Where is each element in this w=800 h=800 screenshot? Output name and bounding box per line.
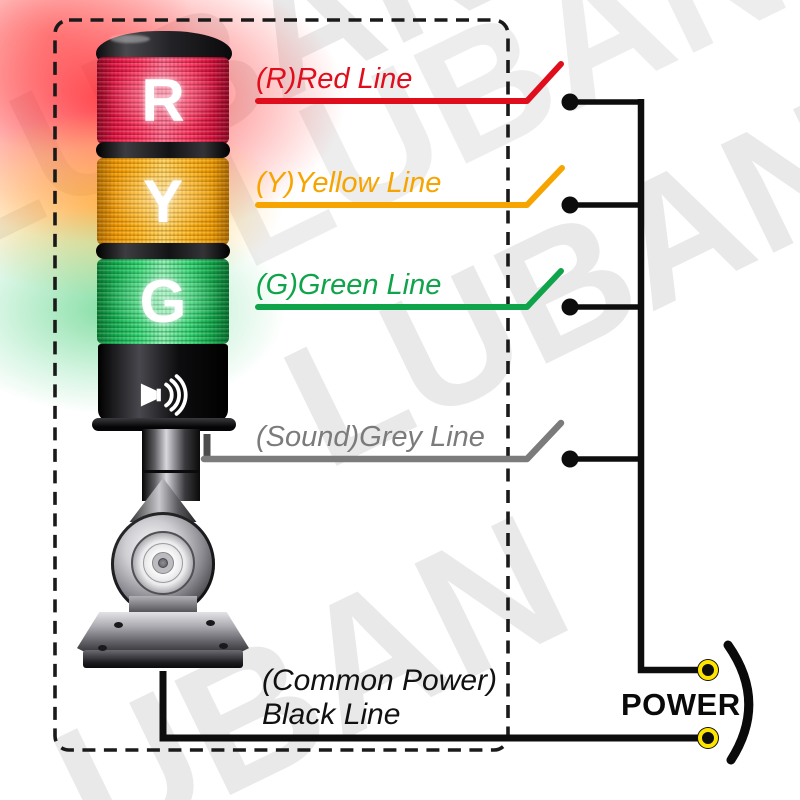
- label-grey-line: (Sound)Grey Line: [256, 421, 485, 453]
- bus-wire: [637, 99, 699, 674]
- power-bracket: [723, 640, 754, 765]
- label-black-line: Black Line: [262, 698, 401, 731]
- common-wire: [159, 671, 699, 742]
- junction-dot-green: [561, 298, 579, 316]
- junction-dot-yellow: [561, 196, 579, 214]
- label-power: POWER: [621, 687, 741, 722]
- label-red-line: (R)Red Line: [256, 63, 413, 95]
- label-green-line: (G)Green Line: [256, 269, 442, 301]
- terminal-top-ring: [698, 660, 718, 680]
- dashed-enclosure: [53, 18, 510, 752]
- label-yellow-line: (Y)Yellow Line: [256, 167, 442, 199]
- label-common-power: (Common Power): [262, 664, 498, 697]
- junction-dot-grey: [561, 450, 579, 468]
- junction-dot-red: [561, 93, 579, 111]
- grey-wire: [200, 419, 565, 463]
- terminal-bottom-ring: [698, 728, 718, 748]
